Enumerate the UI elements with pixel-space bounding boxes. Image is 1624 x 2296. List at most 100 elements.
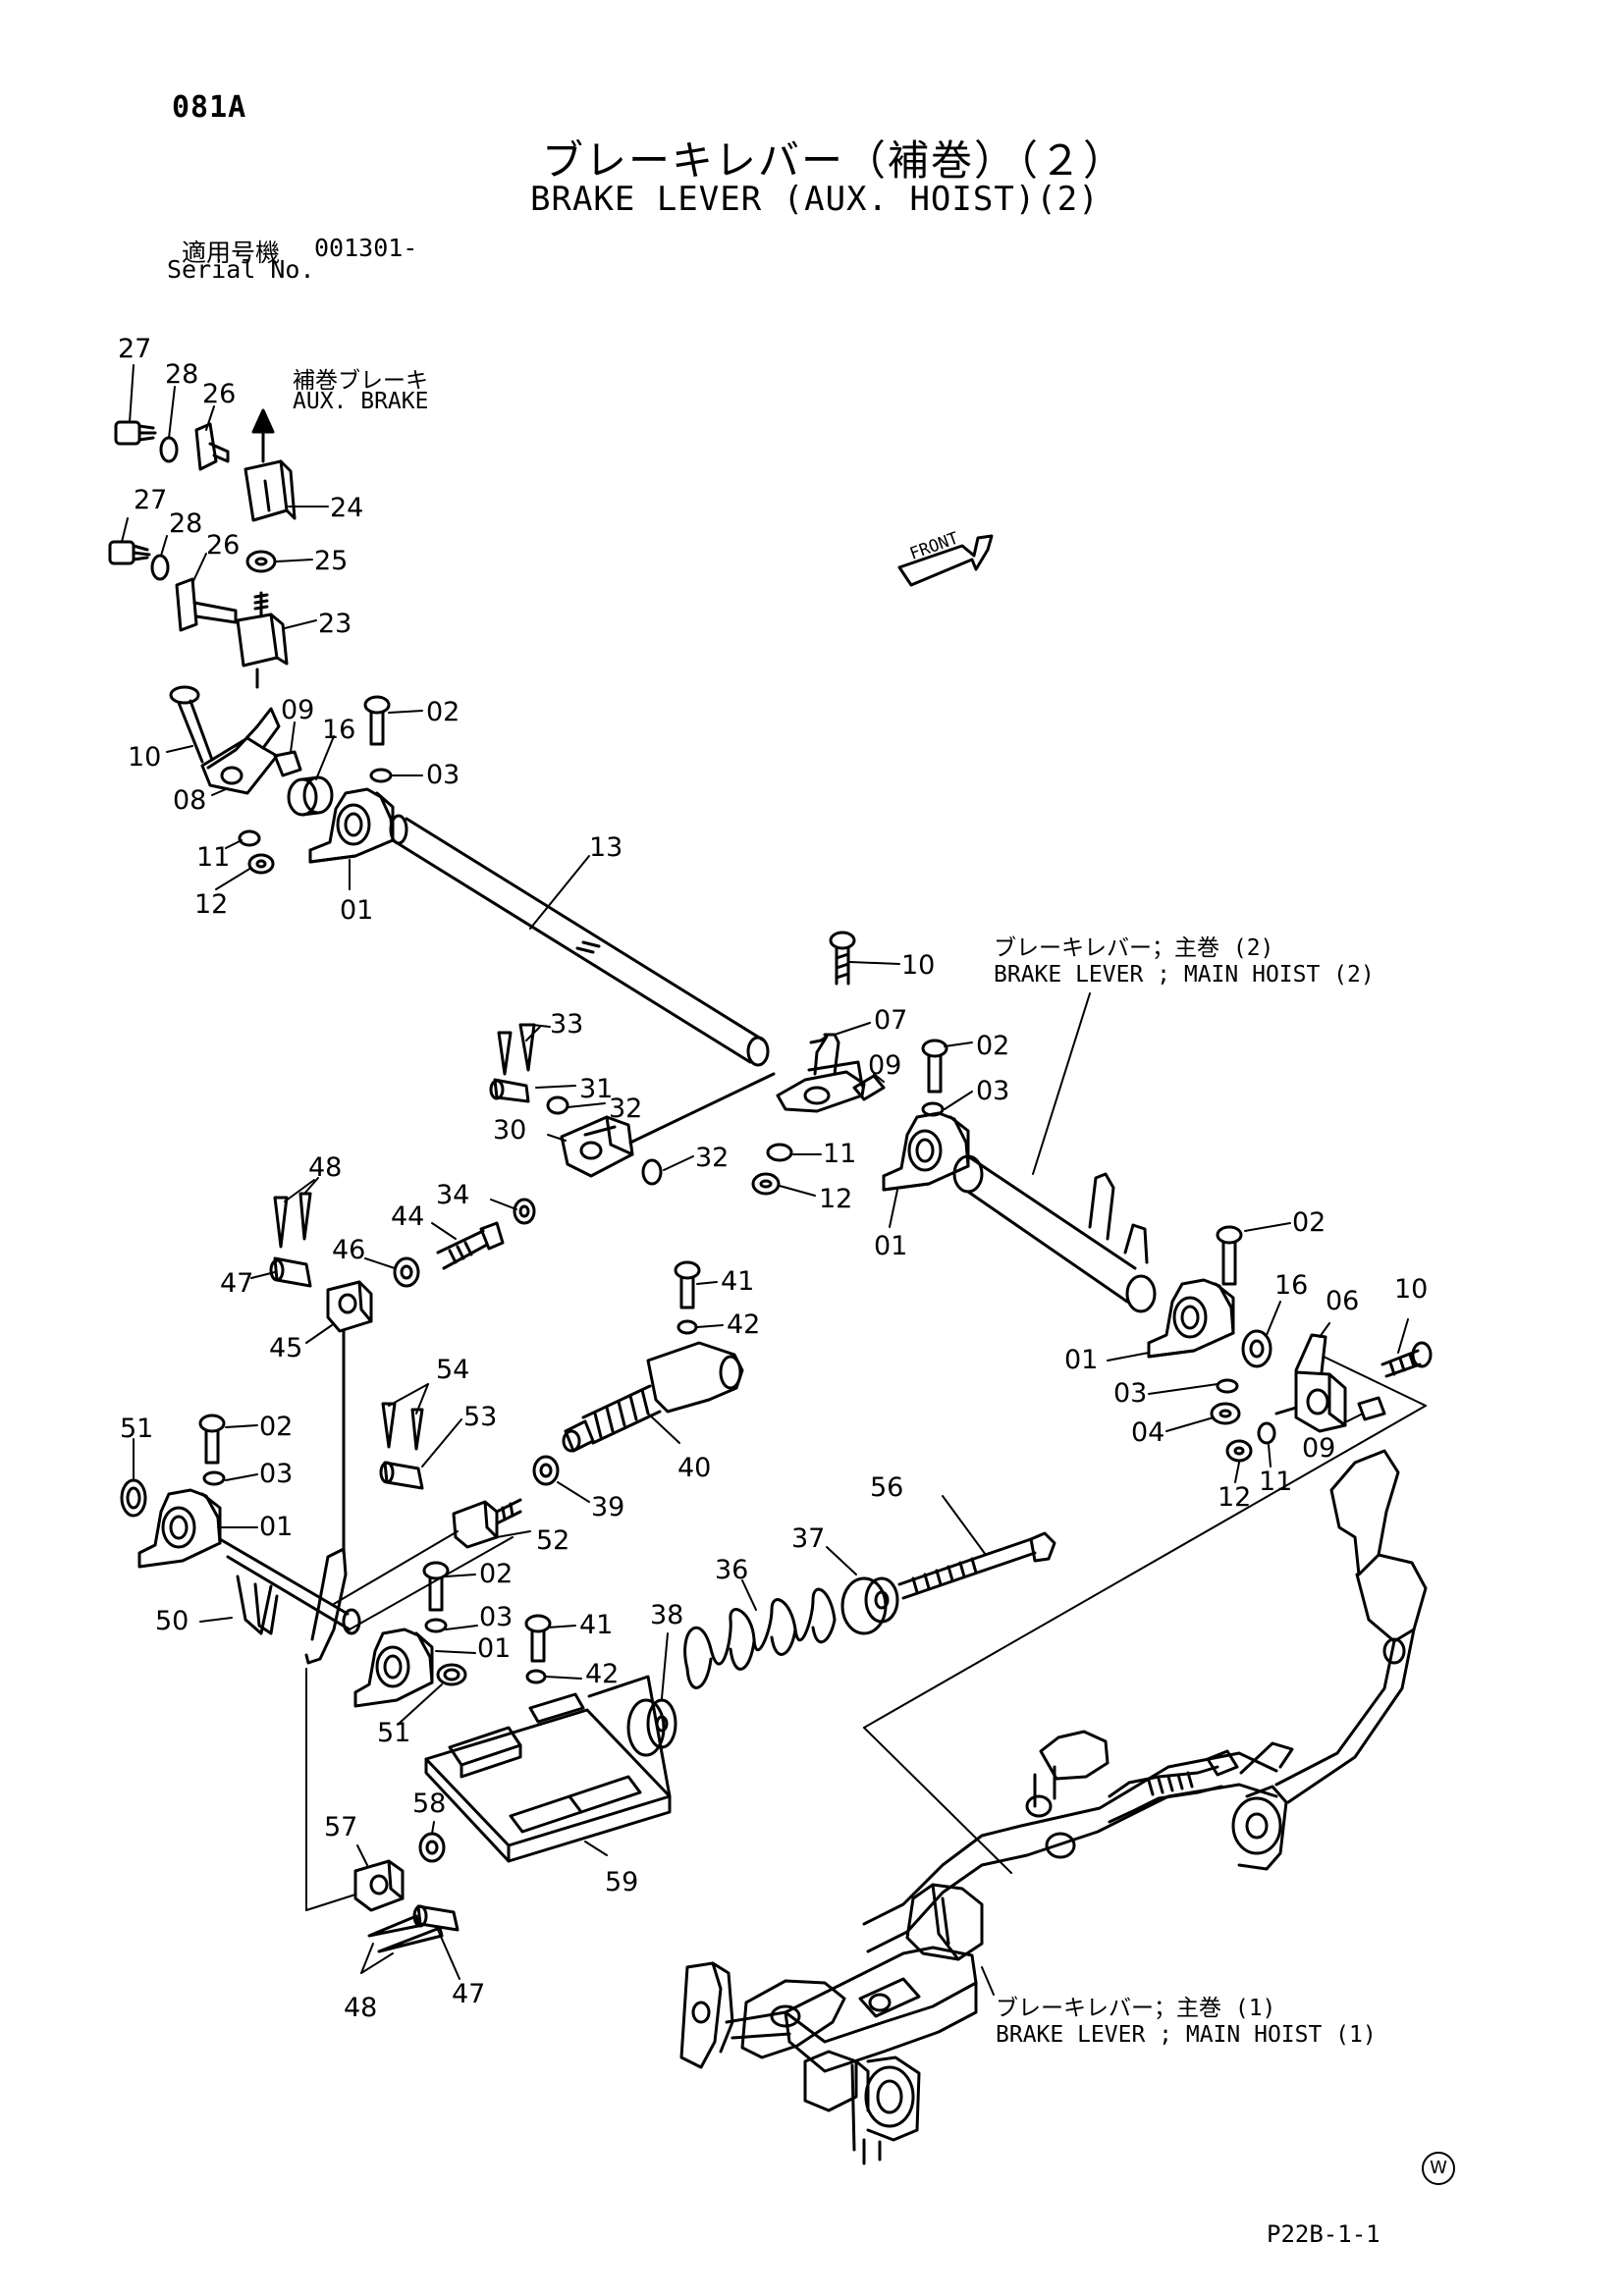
callout-01: 01: [340, 895, 374, 926]
main-hoist-2-label-jp: ブレーキレバー；主巻 (2): [994, 935, 1274, 961]
callout-12: 12: [819, 1184, 853, 1214]
callout-28: 28: [169, 508, 203, 539]
callout-01: 01: [259, 1512, 294, 1542]
callout-42: 42: [585, 1659, 620, 1689]
callout-30: 30: [493, 1115, 527, 1146]
pin-26-upper: [194, 422, 230, 471]
bushing-16-upper: [287, 775, 334, 817]
callout-06: 06: [1326, 1286, 1360, 1316]
callout-33: 33: [550, 1009, 584, 1040]
pillow-block-01-right: [1147, 1278, 1235, 1359]
pillow-block-01-upper: [308, 787, 395, 864]
callout-03: 03: [976, 1076, 1010, 1106]
callout-52: 52: [536, 1525, 570, 1556]
callout-07: 07: [874, 1005, 908, 1036]
split-pins-48-upper: [273, 1192, 312, 1249]
callout-51: 51: [120, 1414, 154, 1444]
callout-02: 02: [1292, 1207, 1326, 1238]
long-bolt-56: [897, 1531, 1056, 1600]
callout-41: 41: [579, 1610, 614, 1640]
bolt-10-right: [1380, 1341, 1433, 1378]
callout-11: 11: [1259, 1467, 1293, 1497]
main-hoist-2-label-en: BRAKE LEVER ; MAIN HOIST (2): [994, 962, 1375, 988]
pin-47-upper: [269, 1256, 312, 1288]
washer-11-upper: [238, 829, 261, 847]
callout-11: 11: [823, 1139, 857, 1169]
main-hoist-1-label-jp: ブレーキレバー；主巻 (1): [996, 1996, 1276, 2021]
callout-13: 13: [589, 832, 623, 863]
callout-25: 25: [314, 546, 349, 576]
callout-44: 44: [391, 1201, 425, 1232]
callout-01: 01: [1064, 1345, 1099, 1375]
main-hoist-1-assembly: [679, 1449, 1428, 2165]
snap-ring-51-upper: [120, 1478, 147, 1518]
nut-12-right: [1225, 1439, 1253, 1463]
washer-03-right: [1216, 1378, 1239, 1394]
callout-38: 38: [650, 1600, 684, 1630]
link-rod-30: [628, 1072, 776, 1145]
nut-34: [513, 1198, 536, 1225]
callout-58: 58: [412, 1789, 447, 1819]
callout-03: 03: [426, 760, 460, 790]
washer-32-upper: [546, 1095, 569, 1115]
nut-25: [245, 550, 277, 573]
leader-main-hoist-1: [981, 1966, 995, 1996]
callout-41: 41: [721, 1266, 755, 1297]
callout-45: 45: [269, 1333, 303, 1363]
clevis-24: [244, 459, 297, 522]
pillow-block-01-center: [882, 1111, 970, 1192]
callout-24: 24: [330, 493, 364, 523]
spring-36: [683, 1587, 837, 1689]
pillow-block-01-left: [137, 1488, 222, 1569]
callout-47: 47: [220, 1268, 254, 1299]
aux-brake-label-jp: 補巻ブレーキ: [293, 368, 428, 394]
bolt-41-lower: [524, 1614, 552, 1663]
callout-12: 12: [194, 889, 229, 920]
spring-retainer-37: [840, 1576, 899, 1635]
title-english: BRAKE LEVER (AUX. HOIST)(2): [530, 180, 1100, 219]
clevis-23: [236, 591, 289, 689]
serial-label-english: Serial No.: [167, 255, 315, 284]
washer-11-center: [766, 1143, 793, 1162]
nut-46: [393, 1256, 420, 1288]
callout-54: 54: [436, 1355, 470, 1385]
boundary-lines: [305, 1356, 1427, 1911]
actuator-40: [562, 1341, 744, 1453]
callout-04: 04: [1131, 1417, 1165, 1448]
callout-02: 02: [479, 1559, 514, 1589]
callout-27: 27: [134, 485, 168, 515]
callout-10: 10: [128, 742, 162, 773]
shaft-50: [218, 1537, 361, 1665]
snap-ring-51-lower: [436, 1663, 467, 1686]
pillow-block-01-lower: [353, 1628, 434, 1708]
front-arrow-badge: [897, 534, 994, 587]
callout-59: 59: [605, 1867, 639, 1897]
clevis-30: [560, 1115, 634, 1178]
bolt-27-lower: [108, 540, 151, 565]
callout-48: 48: [344, 1993, 378, 2023]
callout-08: 08: [173, 785, 207, 816]
callout-32: 32: [609, 1094, 643, 1124]
aux-brake-label-en: AUX. BRAKE: [293, 389, 429, 414]
nut-12-center: [751, 1172, 781, 1196]
pin-31: [489, 1078, 530, 1103]
washer-42-lower: [525, 1669, 547, 1684]
callout-11: 11: [196, 842, 231, 873]
callout-37: 37: [791, 1523, 826, 1554]
callout-16: 16: [322, 715, 356, 745]
callout-09: 09: [281, 695, 315, 725]
callout-56: 56: [870, 1472, 904, 1503]
bolt-41-upper: [674, 1260, 701, 1309]
key-09-right: [1357, 1396, 1386, 1421]
key-09-upper: [273, 750, 302, 777]
callout-31: 31: [579, 1074, 614, 1104]
callout-26: 26: [202, 379, 237, 409]
page-code: 081A: [172, 90, 247, 125]
callout-09: 09: [868, 1050, 902, 1081]
callout-09: 09: [1302, 1433, 1336, 1464]
bolt-02-upper: [363, 695, 391, 746]
nut-12-upper: [247, 853, 275, 875]
lever-06: [1274, 1333, 1347, 1433]
washer-42-upper: [677, 1319, 698, 1335]
